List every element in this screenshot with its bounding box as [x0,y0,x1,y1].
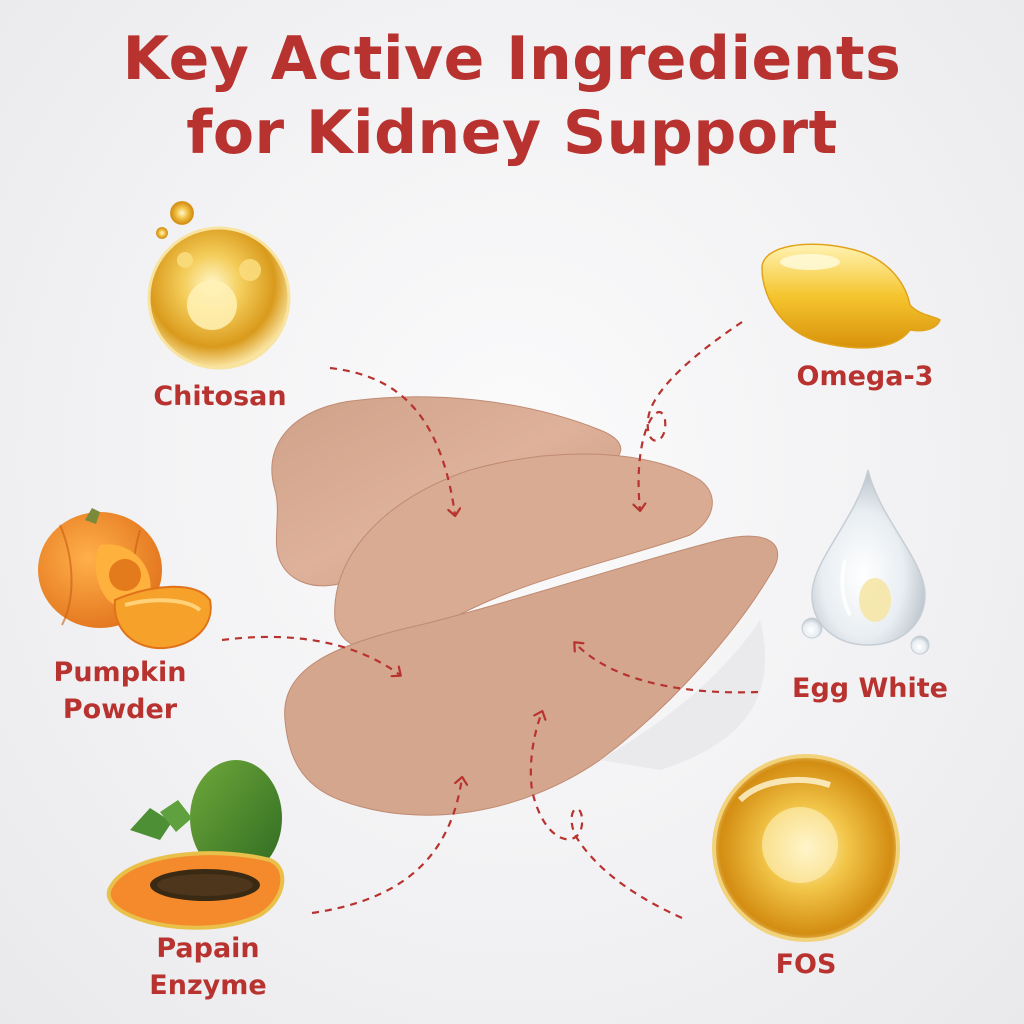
arrow-papain [311,778,462,915]
label-papain-enzyme: Papain Enzyme [118,930,298,1004]
softgel-capsule-icon [761,243,941,349]
label-egg-white: Egg White [770,670,970,707]
label-chitosan-text: Chitosan [153,381,287,412]
title-line-1: Key Active Ingredients [122,24,902,94]
dashed-arrows [221,321,759,920]
label-papain-line2: Enzyme [149,970,267,1001]
label-pumpkin-powder: Pumpkin Powder [30,654,210,728]
paste-swatch-bottom [284,535,779,816]
pumpkin-icon [38,508,212,650]
arrow-omega3 [639,321,743,510]
page-title: Key Active Ingredients for Kidney Suppor… [0,22,1024,170]
papaya-icon [106,760,285,930]
arrow-chitosan [329,366,455,515]
paste-swatches [271,396,779,816]
title-line-2: for Kidney Support [186,98,838,168]
arrow-pumpkin [221,635,400,675]
label-chitosan: Chitosan [130,378,310,415]
label-omega-3: Omega-3 [760,358,970,395]
label-fos: FOS [746,946,866,983]
label-fos-text: FOS [775,949,837,980]
oil-droplet-sphere-icon [147,201,291,370]
label-papain-line1: Papain [156,933,260,964]
label-omega-3-text: Omega-3 [796,361,934,392]
arrow-fos [529,712,683,920]
label-pumpkin-line2: Powder [62,694,178,725]
arrow-egg-white [575,643,759,694]
water-drop-icon [801,469,930,655]
paste-shadow [600,620,766,770]
golden-sphere-icon [712,754,900,942]
label-egg-white-text: Egg White [792,673,948,704]
label-pumpkin-line1: Pumpkin [53,657,187,688]
